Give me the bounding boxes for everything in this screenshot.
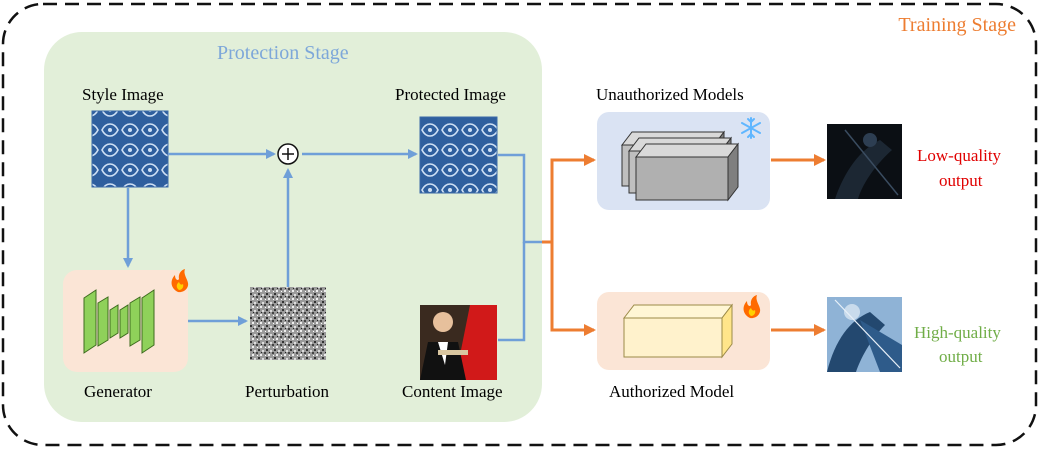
- perturbation-image: [250, 287, 326, 360]
- training-stage-title: Training Stage: [898, 14, 1016, 36]
- high-quality-output-line1: High-quality: [914, 323, 1001, 342]
- style-image: [91, 110, 169, 188]
- protected-image-label: Protected Image: [395, 85, 506, 104]
- content-image: [420, 305, 497, 380]
- style-image-label: Style Image: [82, 85, 164, 104]
- generator-label: Generator: [84, 382, 152, 401]
- protection-stage-title: Protection Stage: [217, 42, 349, 64]
- authorized-model-cube: [622, 303, 734, 359]
- unauthorized-models-label: Unauthorized Models: [596, 85, 744, 104]
- low-quality-output-line2: output: [939, 171, 983, 190]
- authorized-model-label: Authorized Model: [609, 382, 735, 401]
- unauthorized-model-cubes: [620, 130, 740, 202]
- perturbation-label: Perturbation: [245, 382, 330, 401]
- snowflake-icon: [741, 117, 761, 139]
- generator-network-icon: [83, 289, 155, 354]
- fire-icon: [743, 295, 761, 319]
- low-quality-output-image: [827, 124, 902, 199]
- circled-plus-icon: [277, 143, 299, 165]
- low-quality-output-line1: Low-quality: [917, 146, 1002, 165]
- content-image-label: Content Image: [402, 382, 503, 401]
- protected-image: [419, 116, 498, 194]
- fire-icon: [171, 269, 189, 293]
- high-quality-output-line2: output: [939, 347, 983, 366]
- high-quality-output-image: [827, 297, 902, 372]
